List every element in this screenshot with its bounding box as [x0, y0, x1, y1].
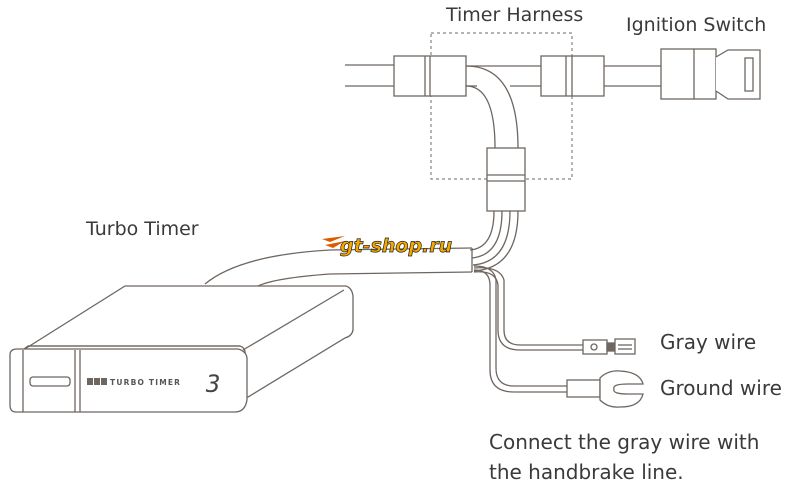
watermark-text: gt-shop.ru	[340, 235, 452, 257]
wire-bundle	[204, 210, 585, 393]
watermark-logo: gt-shop.ru	[322, 235, 453, 257]
ground-wire-terminal	[566, 370, 644, 408]
harness-connector-right	[540, 55, 605, 97]
harness-connector-left	[393, 55, 467, 97]
model-text: TURBO TIMER	[110, 378, 181, 387]
ignition-switch-connector	[660, 48, 761, 100]
instruction-line-2: the handbrake line.	[489, 460, 684, 484]
turbo-timer-label: Turbo Timer	[86, 218, 199, 240]
gray-wire-terminal	[582, 338, 636, 355]
ignition-switch-label: Ignition Switch	[626, 14, 767, 36]
instruction-note: Connect the gray wire with the handbrake…	[489, 427, 759, 487]
display-slot	[29, 376, 71, 387]
main-cable-left	[345, 64, 395, 87]
turbo-timer-unit: TURBO TIMER 3	[9, 285, 354, 413]
display-digit: 3	[205, 370, 220, 398]
cable-to-ignition	[604, 65, 661, 87]
gray-wire-label: Gray wire	[660, 330, 757, 354]
instruction-line-1: Connect the gray wire with	[489, 430, 760, 454]
timer-harness-boundary	[430, 32, 573, 180]
hks-logo	[87, 378, 107, 385]
ground-wire-label: Ground wire	[660, 376, 782, 400]
timer-harness-label: Timer Harness	[446, 4, 584, 26]
harness-connector-bottom	[486, 147, 526, 212]
harness-t-cable	[465, 65, 541, 149]
